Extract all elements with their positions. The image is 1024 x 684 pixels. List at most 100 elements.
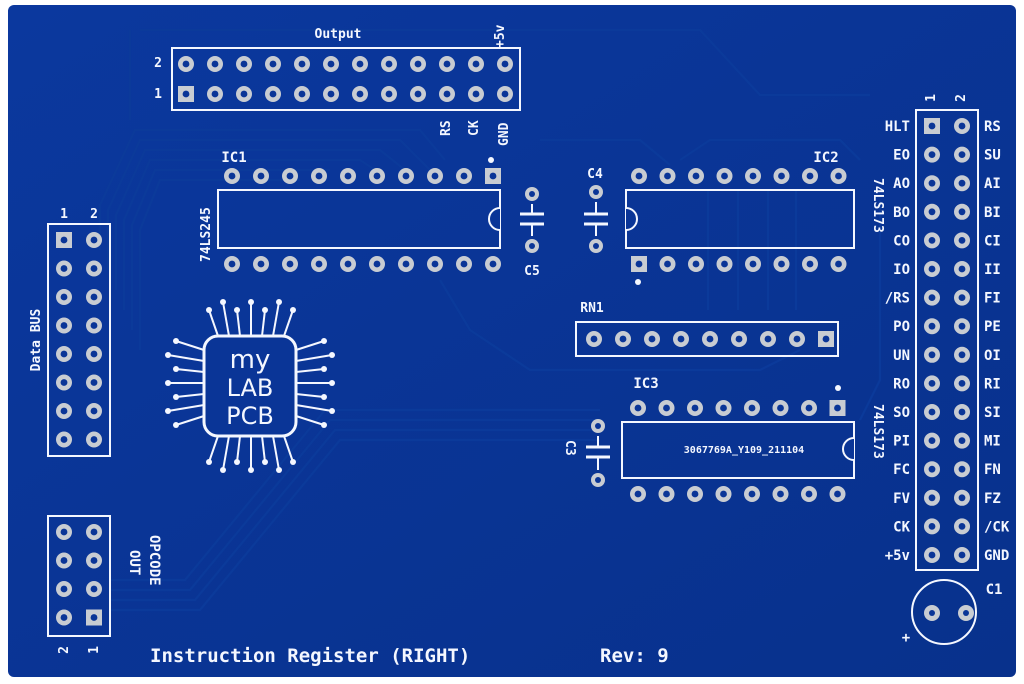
- ic3-pin: [687, 400, 703, 416]
- output-pin: [497, 86, 513, 102]
- ic1-pins: [224, 168, 501, 272]
- ic3-pin: [658, 400, 675, 416]
- ic1-pin: [311, 168, 327, 184]
- data-bus-pin: [86, 431, 102, 448]
- ic2-pin: [716, 168, 733, 184]
- control-header: 1 2 HLTEOAOBOCOIO/RSPOUNROSOPIFCFVCK+5v …: [885, 94, 1010, 571]
- pin-label-rs: RS: [439, 120, 454, 136]
- output-pin: [294, 86, 310, 102]
- pin-label-gnd: GND: [497, 122, 512, 146]
- control-pin: [924, 318, 940, 335]
- output-pin: [178, 56, 194, 72]
- control-pin: [954, 289, 970, 306]
- rn1-pin: [760, 331, 776, 347]
- ic1-pin: [398, 168, 414, 184]
- control-label-right: SU: [984, 148, 1001, 164]
- control-label-right: AI: [984, 176, 1001, 192]
- output-pin: [207, 56, 223, 72]
- output-pin: [207, 86, 223, 102]
- control-label-left: EO: [893, 148, 910, 164]
- control-label-left: RO: [893, 376, 910, 392]
- board-title: Instruction Register (RIGHT): [150, 645, 470, 667]
- rn1-pin: [731, 331, 747, 347]
- ic1-pin: [456, 256, 472, 272]
- data-bus-pin: [86, 317, 102, 334]
- ic1: IC1 74LS245: [199, 150, 501, 272]
- control-label-right: CI: [984, 233, 1001, 249]
- control-label-left: /RS: [885, 291, 910, 307]
- ic1-pin: [340, 168, 356, 184]
- rn1-pin: [818, 331, 834, 347]
- ic1-pin: [485, 168, 501, 184]
- opcode-pin: [86, 552, 102, 569]
- rn1-outline: [575, 321, 839, 357]
- output-pin: [439, 56, 455, 72]
- control-pin: [954, 261, 970, 277]
- control-label-left: PO: [893, 319, 910, 335]
- output-header: Output +5v 2 1 RS CK GND: [154, 24, 521, 146]
- output-label: Output: [315, 27, 362, 42]
- ic2-pin: [745, 168, 761, 184]
- control-label-right: RI: [984, 376, 1001, 392]
- control-label-right: SI: [984, 405, 1001, 421]
- data-bus-pin: [56, 374, 72, 391]
- control-label-right: MI: [984, 434, 1001, 450]
- data-bus-outline: [47, 223, 111, 457]
- ic1-pin: [224, 256, 240, 272]
- output-pins: [178, 56, 513, 102]
- output-pin: [497, 56, 513, 72]
- data-bus-pin: [86, 260, 102, 277]
- logo-line1: my: [230, 345, 271, 375]
- ic1-pin: [427, 168, 443, 184]
- control-pin: [924, 404, 940, 420]
- ctrl-col-2: 2: [954, 94, 969, 102]
- c1-polarity-mark: +: [902, 630, 910, 646]
- control-label-left: AO: [893, 176, 910, 192]
- c3-ref: C3: [562, 440, 577, 456]
- control-pin: [924, 146, 940, 163]
- mylabpcb-logo: my LAB PCB: [165, 299, 335, 473]
- control-pin: [924, 232, 940, 249]
- ic1-pin: [282, 256, 298, 272]
- ic2-pin: [802, 168, 818, 184]
- ic1-pin: [398, 256, 414, 272]
- control-label-right: FI: [984, 291, 1001, 307]
- rn1-pin: [615, 331, 631, 347]
- control-pin: [954, 375, 970, 392]
- ic2-pin: [631, 256, 647, 272]
- output-pin: [323, 86, 339, 102]
- ic3: IC3 3067769A_Y109_211104 74LS173: [621, 376, 885, 502]
- control-label-right: GND: [984, 548, 1009, 564]
- data-bus-pin: [56, 232, 72, 248]
- data-bus-pin: [56, 317, 72, 334]
- rn1-pin: [644, 331, 660, 347]
- output-pin: [439, 86, 455, 102]
- control-pin: [924, 118, 940, 134]
- output-pin: [468, 86, 484, 102]
- ic2-pin: [830, 168, 847, 184]
- ic3-pin: [772, 486, 789, 502]
- data-bus-pins: [56, 232, 102, 448]
- output-pin: [352, 56, 368, 72]
- capacitor-c4: C4: [584, 167, 608, 253]
- ic2-pins: [631, 168, 847, 272]
- ic3-pin: [715, 400, 732, 416]
- control-pin: [924, 175, 940, 192]
- ic2-pin: [659, 256, 676, 272]
- ic2-pin: [659, 168, 676, 184]
- ic2-pin: [773, 168, 790, 184]
- opcode-pin: [86, 524, 102, 540]
- control-pin: [954, 404, 970, 420]
- ic3-marking: 3067769A_Y109_211104: [684, 445, 804, 456]
- control-label-right: BI: [984, 205, 1001, 221]
- control-pin: [924, 261, 940, 277]
- opcode-pin: [86, 609, 102, 626]
- ic1-pin: [340, 256, 356, 272]
- col-number-2: 2: [90, 207, 98, 222]
- ic3-pin: [744, 400, 760, 416]
- control-pin: [954, 318, 970, 335]
- output-pin: [468, 56, 484, 72]
- ic3-pin: [687, 486, 703, 502]
